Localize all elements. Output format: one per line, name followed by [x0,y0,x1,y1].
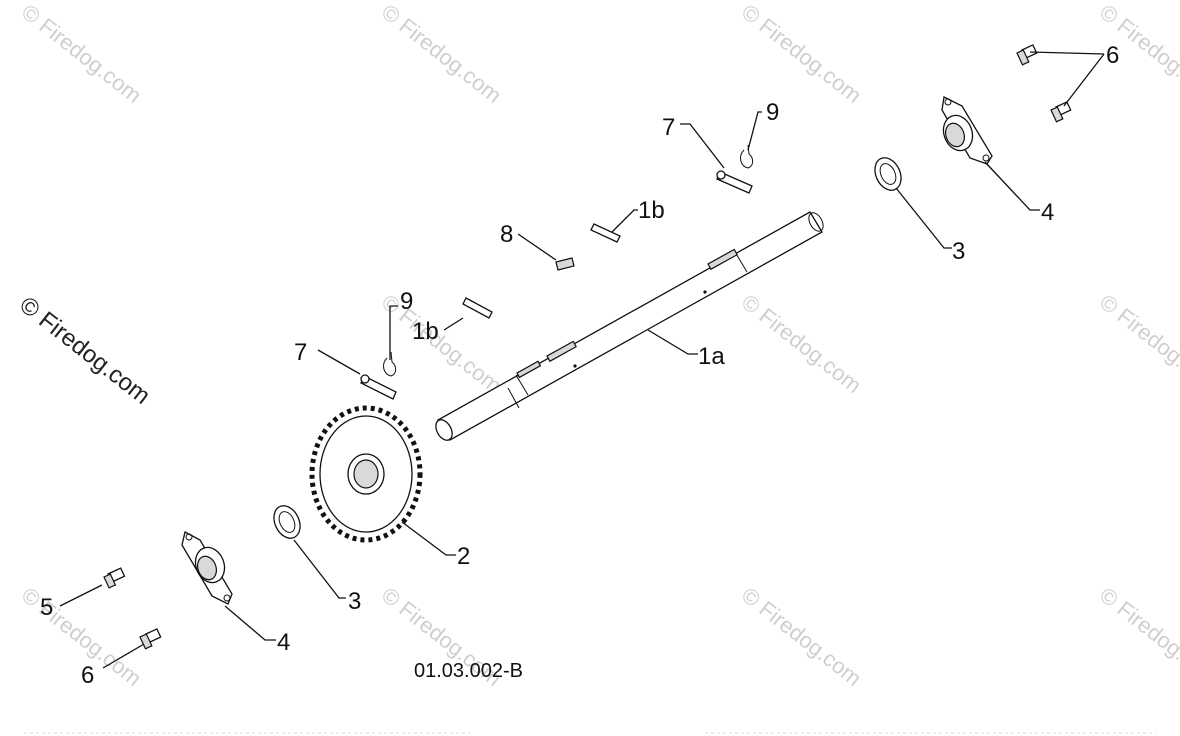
callout-9-top: 9 [766,99,779,126]
callout-3-right: 3 [952,238,965,265]
hairpin-clip-9-left-part [383,351,397,377]
bolt-6-bottom-part [139,628,162,650]
watermark-text: © Firedog.com [737,582,866,691]
callout-6-top: 6 [1106,42,1119,69]
hairpin-clip-9-top-part [740,144,754,169]
callout-1a: 1a [698,343,725,370]
callout-1b-top: 1b [638,197,665,224]
clevis-pin-7-left-part [360,374,397,400]
pin-1b-mid-part [462,297,493,319]
washer-left-part [273,505,301,539]
callout-3-left: 3 [348,588,361,615]
callout-7-left: 7 [294,339,307,366]
bolt-6-top-b-part [1050,101,1072,123]
key-8-part [555,257,575,271]
shaft-part [435,211,824,441]
watermark-text: © Firedog.com [737,289,866,398]
clevis-pin-7-top-part [716,170,753,194]
washer-right-part [874,157,902,191]
callout-5: 5 [40,594,53,621]
bolt-5-part [103,567,126,589]
callout-4-right: 4 [1041,199,1054,226]
watermark-text: © Firedog.com [737,0,866,108]
callout-6-bottom: 6 [81,662,94,689]
leader-lines [59,51,1105,669]
bearing-flange-left-part [181,531,233,605]
pin-1b-top-part [590,223,621,243]
callout-9-left: 9 [400,288,413,315]
callout-8: 8 [500,221,513,248]
watermark-text: © Firedog.com [377,0,506,108]
bearing-flange-right-part [941,96,993,165]
callout-labels: 1a 1b 1b 2 3 3 4 4 5 6 6 7 7 8 9 9 [40,42,1119,689]
watermark-text: © Firedog.com [1095,289,1180,398]
watermark-text: © Firedog.com [17,0,146,108]
watermark-text: © Firedog.com [1095,582,1180,691]
drawing-code: 01.03.002-B [414,660,523,682]
callout-1b-mid: 1b [412,318,439,345]
sprocket-part [309,405,423,543]
bolt-6-top-a-part [1016,44,1038,66]
callout-7-top: 7 [662,114,675,141]
watermark-main: © Firedog.com [14,291,155,409]
callout-4-left: 4 [277,629,290,656]
callout-2: 2 [457,543,470,570]
